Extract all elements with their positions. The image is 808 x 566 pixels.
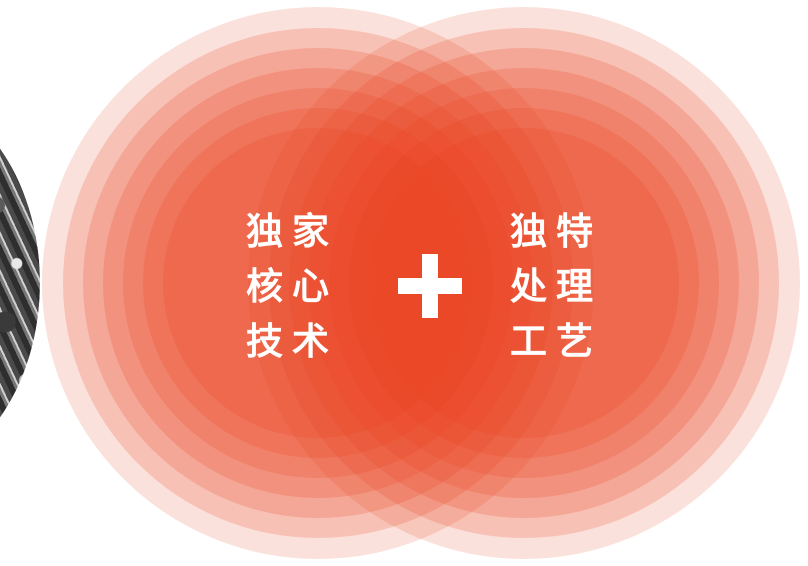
left-circle-text: 独家 核心 技术 — [246, 204, 338, 369]
right-ring-1 — [248, 7, 800, 559]
cropped-photo — [0, 148, 44, 418]
left-ring-4 — [103, 68, 533, 498]
left-line-3: 技术 — [246, 320, 338, 363]
right-ring-4 — [309, 68, 739, 498]
right-ring-6 — [349, 108, 699, 458]
left-line-2: 核心 — [246, 265, 338, 308]
plus-vertical-bar — [422, 254, 438, 318]
right-line-1: 独特 — [510, 210, 602, 253]
left-ring-2 — [63, 28, 573, 538]
left-ring-5 — [123, 88, 513, 478]
left-ring-1 — [42, 7, 594, 559]
left-line-1: 独家 — [246, 210, 338, 253]
right-line-3: 工艺 — [510, 320, 602, 363]
right-circle-text: 独特 处理 工艺 — [510, 204, 602, 369]
right-ring-2 — [269, 28, 779, 538]
plus-icon — [398, 254, 462, 318]
left-circle-rings — [42, 7, 594, 559]
left-ring-6 — [143, 108, 493, 458]
right-circle-rings — [248, 7, 800, 559]
right-ring-7 — [369, 128, 679, 438]
right-ring-3 — [289, 48, 759, 518]
right-ring-5 — [329, 88, 719, 478]
left-ring-3 — [83, 48, 553, 518]
left-ring-7 — [163, 128, 473, 438]
right-line-2: 处理 — [510, 265, 602, 308]
